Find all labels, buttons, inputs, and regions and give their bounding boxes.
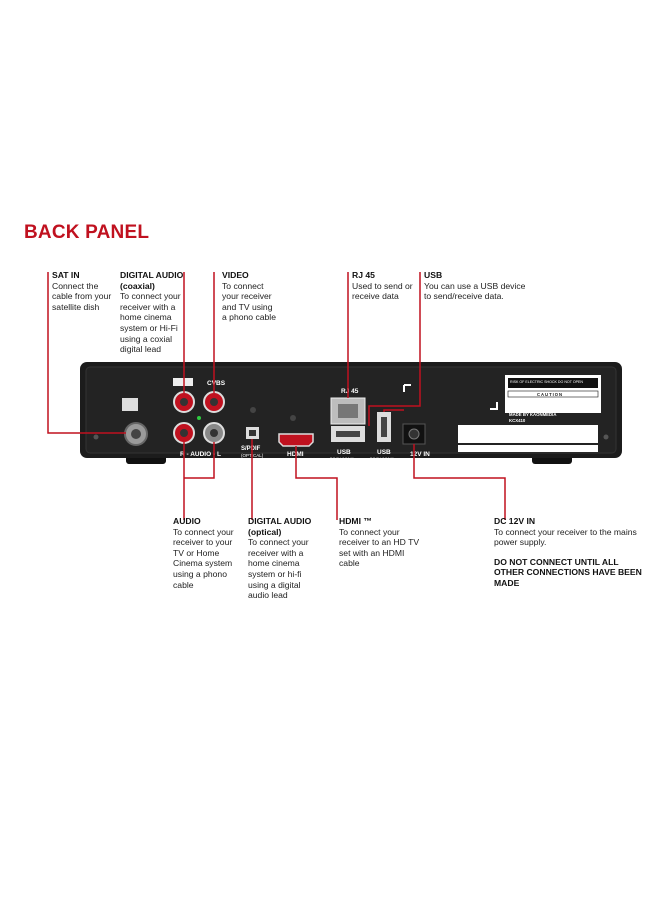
callout-text: To connect your receiver to an HD TV set… bbox=[339, 526, 420, 569]
callout-heading: RJ 45 bbox=[352, 270, 375, 280]
usb-2-label: USB bbox=[377, 449, 391, 456]
callout-sat-in: SAT IN Connect the cable from your satel… bbox=[52, 270, 112, 312]
callout-text: To connect your receiver to your TV or H… bbox=[173, 526, 234, 590]
callout-text: To connect your receiver to the mains po… bbox=[494, 526, 637, 548]
callout-lines bbox=[47, 272, 506, 520]
callout-rj45: RJ 45 Used to send or receive data bbox=[352, 270, 418, 302]
callout-digital-audio-coaxial: DIGITAL AUDIO (coaxial) To connect your … bbox=[120, 270, 186, 355]
hdmi-connector bbox=[278, 433, 314, 447]
callout-audio: AUDIO To connect your receiver to your T… bbox=[173, 516, 235, 590]
dc-12v-label: 12V IN bbox=[410, 451, 430, 458]
usb-1-label: USB bbox=[337, 449, 351, 456]
callout-video: VIDEO To connect your receiver and TV us… bbox=[222, 270, 278, 323]
audio-lr-label: R - AUDIO - L bbox=[180, 451, 221, 458]
svg-text:KCX410: KCX410 bbox=[509, 418, 526, 423]
callout-text: To connect your receiver with a home cin… bbox=[248, 537, 309, 601]
callout-text: Connect the cable from your satellite di… bbox=[52, 280, 112, 312]
callout-text: To connect your receiver with a home cin… bbox=[120, 291, 181, 355]
svg-text:MADE IN INDONESIA: MADE IN INDONESIA bbox=[509, 406, 552, 411]
cvbs-label: CVBS bbox=[207, 380, 226, 387]
callout-subheading: (coaxial) bbox=[120, 280, 155, 291]
callout-heading: DC 12V IN bbox=[494, 516, 536, 526]
callout-subheading: (optical) bbox=[248, 526, 282, 537]
svg-text:MADE IN INDONESIA: MADE IN INDONESIA bbox=[510, 405, 548, 409]
callout-text: Used to send or receive data bbox=[352, 280, 413, 302]
rj45-label: RJ 45 bbox=[341, 388, 359, 395]
spdif-label: S/PDIF bbox=[241, 446, 261, 452]
callout-heading: HDMI ™ bbox=[339, 516, 372, 526]
callout-digital-audio-optical: DIGITAL AUDIO (optical) To connect your … bbox=[248, 516, 314, 601]
callout-usb: USB You can use a USB device to send/rec… bbox=[424, 270, 528, 302]
svg-text:MADE BY KAONMEDIA: MADE BY KAONMEDIA bbox=[509, 412, 556, 417]
callout-text: To connect your receiver and TV using a … bbox=[222, 280, 276, 323]
callout-heading: DIGITAL AUDIO bbox=[248, 516, 312, 526]
callout-hdmi: HDMI ™ To connect your receiver to an HD… bbox=[339, 516, 421, 569]
callout-heading: AUDIO bbox=[173, 516, 201, 526]
callout-heading: SAT IN bbox=[52, 270, 80, 280]
callout-warning: DO NOT CONNECT UNTIL ALL OTHER CONNECTIO… bbox=[494, 556, 642, 588]
svg-text:CAUTION: CAUTION bbox=[537, 392, 563, 397]
callout-heading: DIGITAL AUDIO bbox=[120, 270, 184, 280]
callout-text: You can use a USB device to send/receive… bbox=[424, 280, 526, 302]
page-title: BACK PANEL bbox=[24, 222, 150, 243]
usb-2-rating: DC 5V, 0.5A Max. bbox=[370, 457, 398, 461]
usb-1-rating: DC 5V, 0.5A Max. bbox=[330, 457, 358, 461]
svg-text:RISK OF ELECTRIC SHOCK DO NOT: RISK OF ELECTRIC SHOCK DO NOT OPEN bbox=[510, 380, 583, 384]
callout-heading: VIDEO bbox=[222, 270, 249, 280]
callout-dc12v: DC 12V IN To connect your receiver to th… bbox=[494, 516, 646, 589]
callout-heading: USB bbox=[424, 270, 443, 280]
